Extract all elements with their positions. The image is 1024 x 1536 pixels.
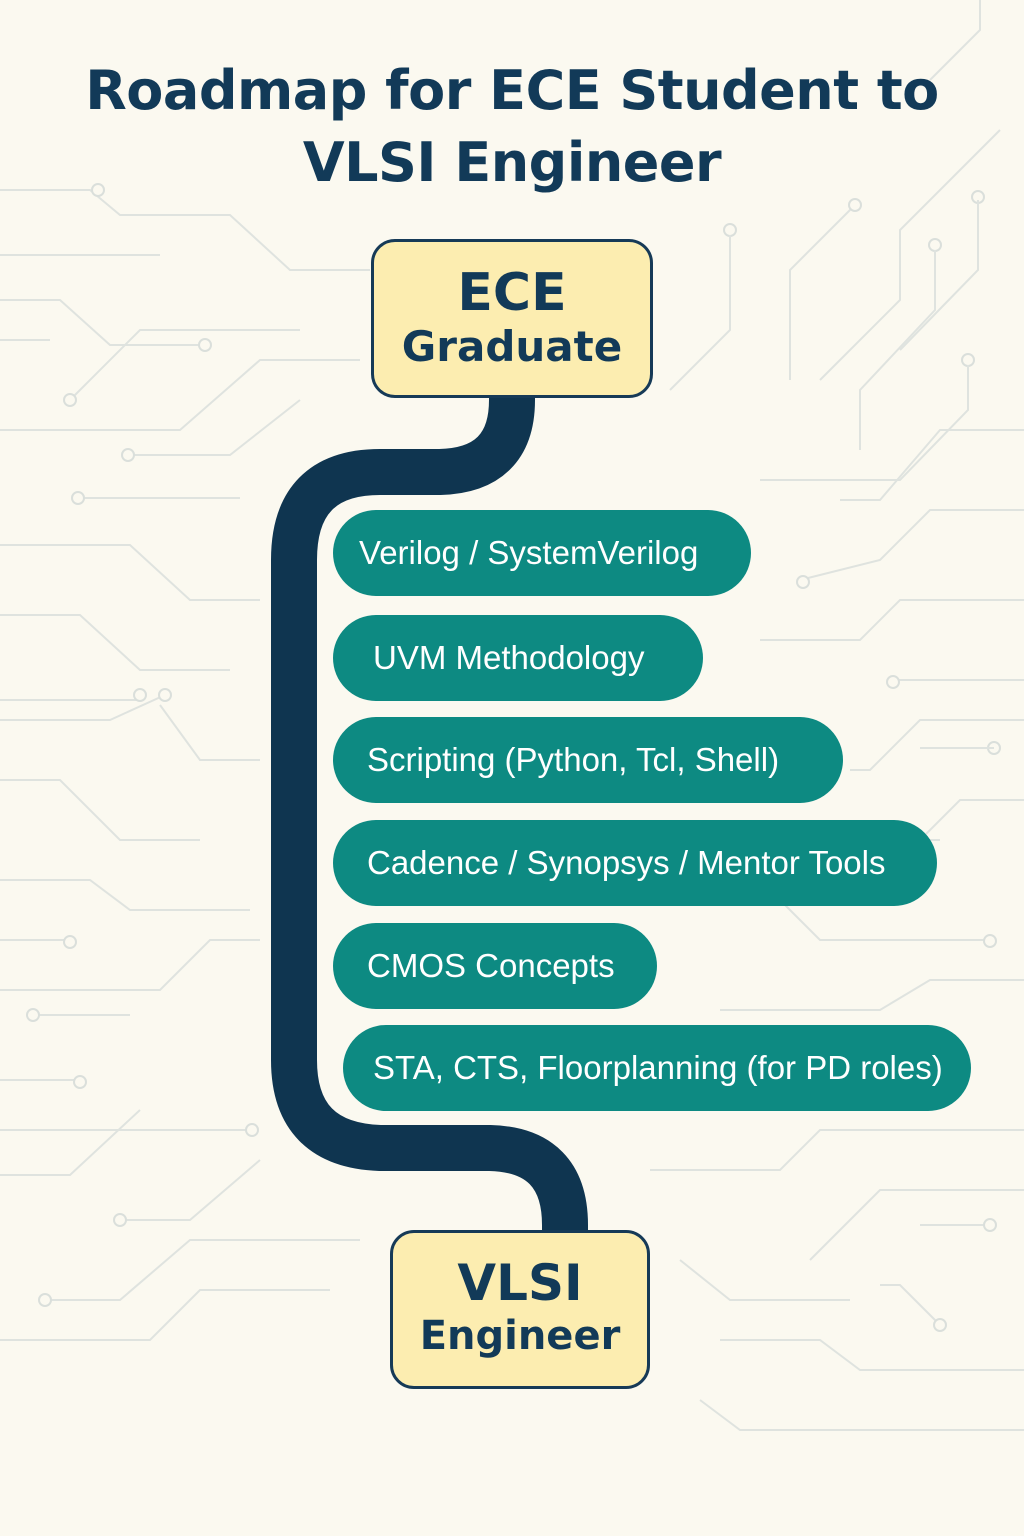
skill-step-6: STA, CTS, Floorplanning (for PD roles) [343,1025,971,1111]
start-milestone-box: ECE Graduate [371,239,653,398]
skill-step-1: Verilog / SystemVerilog [333,510,751,596]
skill-step-5: CMOS Concepts [333,923,657,1009]
title-line-1: Roadmap for ECE Student to [85,59,939,122]
start-milestone-line-2: Graduate [401,322,623,371]
skill-step-3: Scripting (Python, Tcl, Shell) [333,717,843,803]
end-milestone-box: VLSI Engineer [390,1230,650,1389]
skill-step-4: Cadence / Synopsys / Mentor Tools [333,820,937,906]
end-milestone-line-1: VLSI [457,1254,583,1312]
roadmap-path [271,377,588,1248]
skill-step-2: UVM Methodology [333,615,703,701]
title-line-2: VLSI Engineer [302,131,722,194]
end-milestone-line-2: Engineer [419,1313,621,1359]
circuit-background-pattern [0,0,1024,1431]
page-title: Roadmap for ECE Student to VLSI Engineer [60,55,964,199]
start-milestone-line-1: ECE [457,263,567,323]
